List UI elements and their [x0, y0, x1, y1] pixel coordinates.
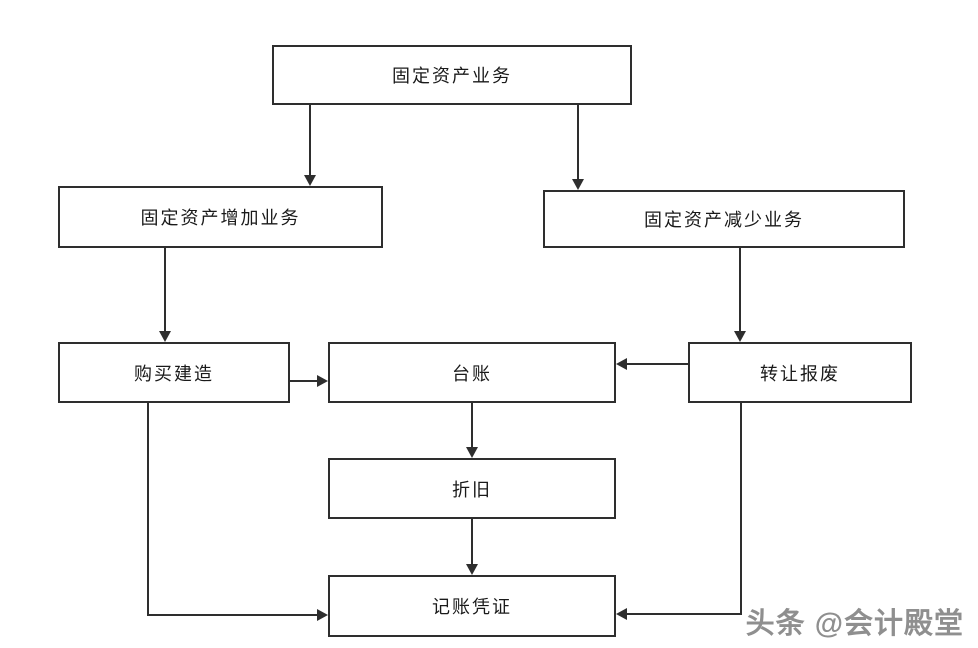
node-depreciation-label: 折旧	[452, 479, 492, 500]
node-ledger-label: 台账	[452, 363, 492, 384]
node-transfer-scrap-label: 转让报废	[760, 363, 840, 384]
connector-transfer-to-ledger-line	[627, 363, 688, 365]
connector-ledger-to-depreciation-line	[471, 403, 473, 447]
node-purchase-construction-label: 购买建造	[134, 363, 214, 384]
node-fixed-asset-business-label: 固定资产业务	[392, 66, 512, 86]
node-increase-business: 固定资产增加业务	[58, 186, 383, 248]
arrowhead-down-icon	[466, 564, 478, 575]
arrowhead-left-icon	[616, 608, 627, 620]
connector-purchase-to-voucher-hline	[147, 614, 317, 616]
connector-transfer-to-voucher-vline	[740, 403, 742, 615]
connector-transfer-to-voucher-hline	[627, 613, 741, 615]
arrowhead-down-icon	[304, 175, 316, 186]
connector-top-to-decrease-line	[577, 105, 579, 179]
connector-depreciation-to-voucher-line	[471, 519, 473, 564]
node-depreciation: 折旧	[328, 458, 616, 519]
node-voucher: 记账凭证	[328, 575, 616, 637]
node-fixed-asset-business: 固定资产业务	[272, 45, 632, 105]
connector-increase-to-purchase-line	[164, 248, 166, 331]
connector-purchase-to-ledger-line	[290, 380, 317, 382]
arrowhead-left-icon	[616, 358, 627, 370]
connector-decrease-to-transfer-line	[739, 248, 741, 331]
arrowhead-down-icon	[572, 179, 584, 190]
arrowhead-right-icon	[317, 609, 328, 621]
arrowhead-down-icon	[466, 447, 478, 458]
node-increase-business-label: 固定资产增加业务	[140, 208, 301, 228]
arrowhead-right-icon	[317, 375, 328, 387]
node-ledger: 台账	[328, 342, 616, 403]
node-transfer-scrap: 转让报废	[688, 342, 912, 403]
node-decrease-business-label: 固定资产减少业务	[644, 210, 804, 230]
watermark-text: 头条 @会计殿堂	[745, 608, 964, 640]
node-decrease-business: 固定资产减少业务	[543, 190, 905, 248]
arrowhead-down-icon	[734, 331, 746, 342]
connector-top-to-increase-line	[309, 105, 311, 175]
connector-purchase-to-voucher-vline	[147, 403, 149, 616]
node-voucher-label: 记账凭证	[432, 597, 512, 617]
node-purchase-construction: 购买建造	[58, 342, 290, 403]
arrowhead-down-icon	[159, 331, 171, 342]
